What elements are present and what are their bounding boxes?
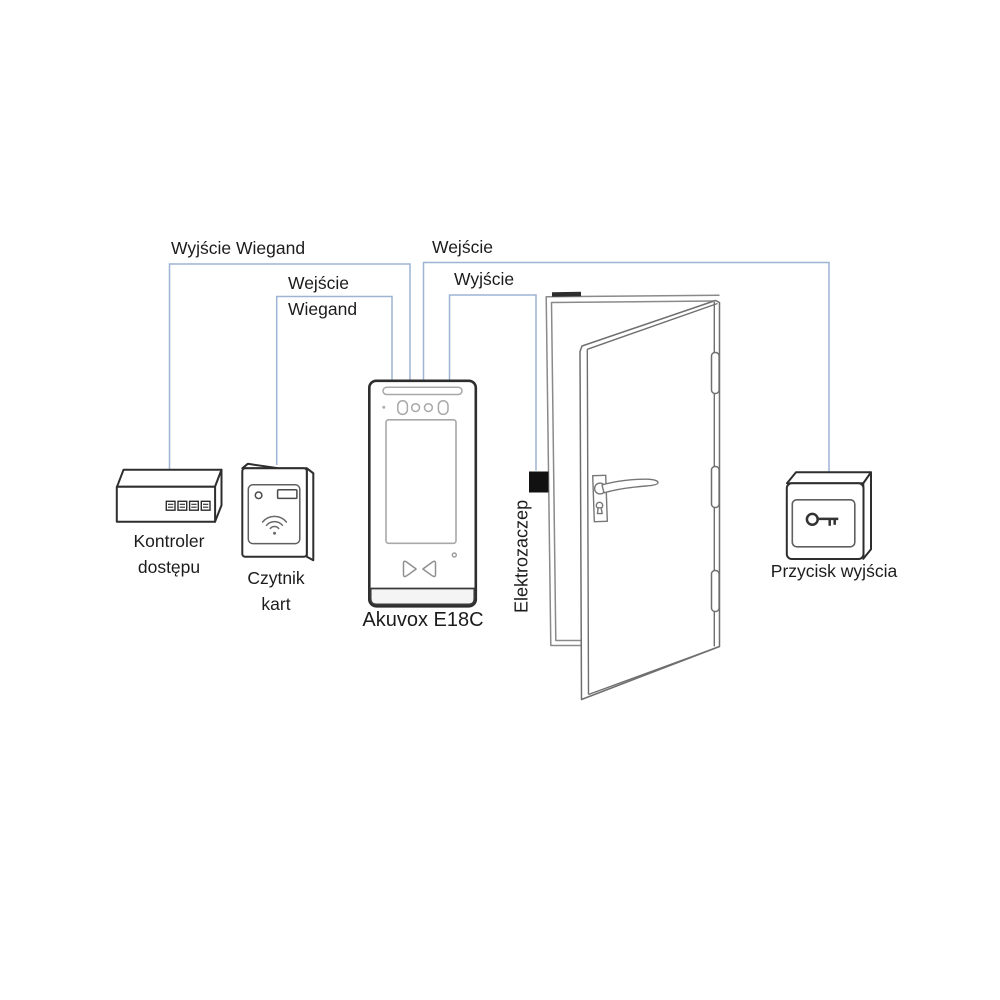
wire-label-wiegand-in-line2: Wiegand [288,298,358,319]
bowtie-logo-icon [402,560,437,578]
camera-sensor-row-icon [397,400,449,416]
wire-label-wiegand-out: Wyjście Wiegand [171,238,306,258]
wire-door-input [422,261,830,473]
reader-slot-icon [276,489,298,500]
wire-door-output [448,294,537,471]
intercom-label: Akuvox E18C [362,609,484,631]
wires [168,261,830,473]
door [529,291,721,701]
card-reader-device [241,462,315,562]
door-handle-icon [592,474,659,523]
sensor-dot-icon [382,405,386,409]
door-leaf [579,299,721,701]
wire-label-door-input: Wejście [432,237,493,257]
door-frame [545,291,720,647]
card-reader-label-line2: kart [261,593,291,614]
rfid-waves-icon [261,515,288,535]
access-controller-label-line1: Kontroler [133,531,205,551]
card-reader-label-line1: Czytnik [247,568,305,588]
wire-label-wiegand-in-line1: Wejście [288,273,349,293]
wire-label-wiegand-in: Wejście Wiegand [288,271,357,322]
access-controller-label: Kontroler dostępu [95,529,243,580]
access-controller-label-line2: dostępu [137,556,201,577]
key-icon [805,512,839,526]
intercom-bottom-band [369,587,476,606]
card-reader-label: Czytnik kart [202,566,350,617]
exit-button-device [785,471,872,560]
electric-strike-label: Elektrozaczep [511,499,532,613]
intercom-device [367,379,478,608]
mic-hole-icon [451,552,457,558]
speaker-grille-icon [382,386,463,396]
wire-wiegand-in [275,295,393,465]
reader-led-icon [254,491,263,500]
electric-strike [529,471,549,493]
intercom-screen [385,418,457,545]
exit-button-label: Przycisk wyjścia [770,561,898,581]
hinges-icon [710,351,720,613]
controller-ports-icon [165,500,211,511]
wire-label-door-output: Wyjście [454,269,515,289]
access-controller-device [115,468,223,523]
frame-top-mark [551,291,582,297]
wire-wiegand-out [168,263,411,469]
